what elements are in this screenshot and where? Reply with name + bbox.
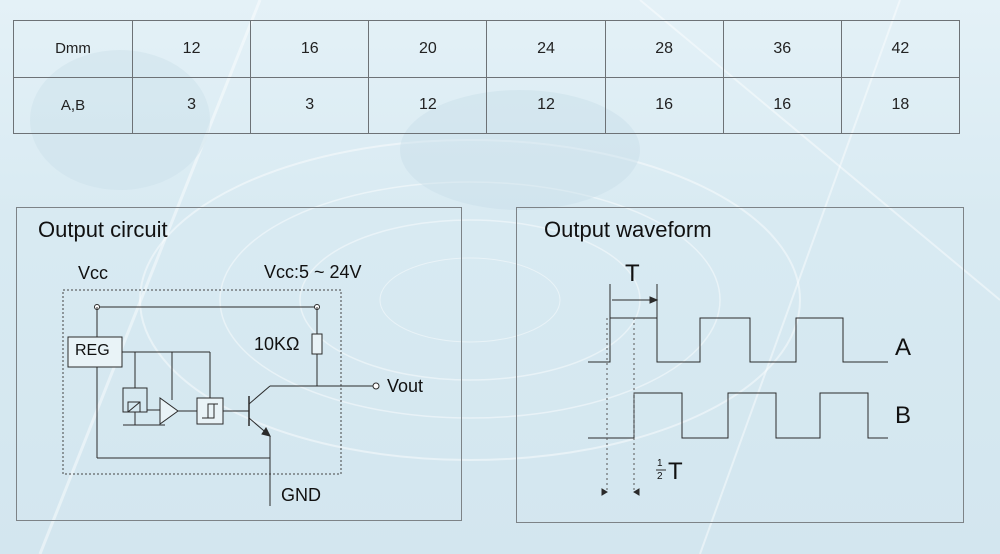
resistor-label: 10KΩ — [254, 334, 300, 354]
table-row-ab: A,B 3 3 12 12 16 16 18 — [13, 76, 961, 134]
output-circuit-title: Output circuit — [38, 217, 168, 242]
table-cell: 16 — [722, 76, 842, 134]
output-waveform-title: Output waveform — [544, 217, 712, 242]
table-cell: 42 — [840, 20, 961, 78]
dimension-table: Dmm 12 16 20 24 28 36 42 A,B 3 3 12 12 1… — [13, 20, 961, 134]
supply-voltage-label: Vcc:5 ~ 24V — [264, 262, 362, 282]
vcc-label: Vcc — [78, 263, 109, 283]
gnd-label: GND — [281, 485, 321, 505]
half-period-denominator: 2 — [657, 471, 663, 482]
half-period-t: T — [668, 458, 683, 485]
vout-label: Vout — [387, 376, 424, 396]
channel-a-label: A — [895, 334, 912, 361]
table-cell: 36 — [722, 20, 842, 78]
period-label: T — [625, 260, 640, 287]
table-cell: 24 — [486, 20, 606, 78]
table-cell: 3 — [250, 76, 370, 134]
table-cell: 12 — [368, 76, 488, 134]
table-cell: 28 — [604, 20, 724, 78]
table-cell: 18 — [840, 76, 961, 134]
output-circuit-panel — [16, 207, 462, 521]
channel-b-label: B — [895, 402, 912, 429]
output-waveform-panel — [516, 207, 964, 523]
table-cell: 12 — [486, 76, 606, 134]
table-cell: 12 — [131, 20, 252, 78]
half-period-numerator: 1 — [657, 458, 663, 469]
table-cell: 3 — [131, 76, 252, 134]
reg-label: REG — [75, 342, 110, 359]
